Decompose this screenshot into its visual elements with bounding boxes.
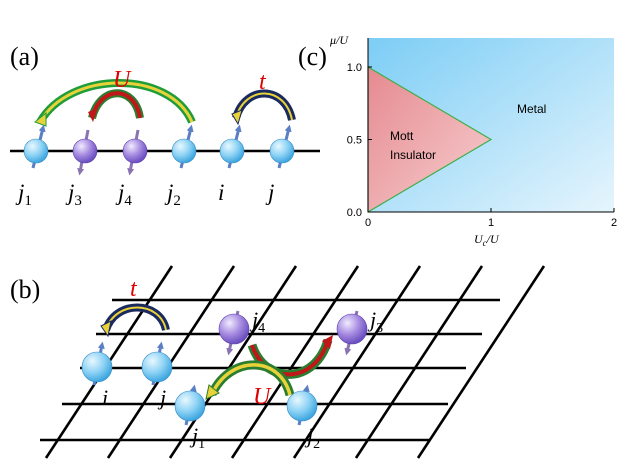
b-u-arc-arrowhead	[205, 384, 220, 400]
b-site-j2	[286, 384, 318, 426]
b-site-j1	[174, 384, 206, 426]
site-j1	[23, 124, 49, 169]
lattice-column	[416, 265, 546, 459]
label-j4: j4	[115, 180, 132, 209]
b-label-j2: j2	[304, 423, 320, 452]
panel-b-t-label: t	[130, 276, 138, 302]
lattice-column	[168, 265, 298, 459]
y-tick-label: 1.0	[347, 62, 362, 74]
square-lattice	[40, 265, 546, 459]
x-tick-label: 1	[488, 217, 494, 229]
t-arc-arrowhead	[231, 109, 243, 126]
panel-c-label: (c)	[298, 42, 327, 71]
metal-label: Metal	[517, 102, 546, 116]
b-u-arc-highlight	[210, 363, 292, 396]
y-axis-label: μ/U	[329, 33, 349, 47]
x-tick-label: 0	[365, 217, 371, 229]
b-label-j3: j3	[367, 307, 383, 336]
b-site-j3	[336, 310, 368, 356]
b-t-arc-arrowhead	[100, 320, 112, 338]
label-j: j	[265, 180, 274, 205]
t-arc-highlight	[235, 92, 293, 121]
site-j3	[72, 129, 98, 176]
panel-a: (a) U t	[10, 42, 320, 209]
u-arc-inner-highlight	[90, 91, 142, 119]
b-label-j1: j1	[189, 423, 205, 452]
x-tick-label: 2	[611, 217, 617, 229]
b-site-j4	[218, 310, 250, 356]
y-tick-label: 0.0	[347, 207, 362, 219]
u-arc-inner-arrowhead	[88, 108, 98, 122]
site-i	[219, 124, 245, 169]
lattice-column	[230, 265, 360, 459]
site-j4	[122, 129, 148, 176]
lattice-column	[354, 265, 484, 459]
panel-a-u-label: U	[113, 67, 132, 93]
x-axis-label: Uc/U	[474, 232, 500, 248]
panel-a-t-label: t	[259, 69, 267, 95]
panel-b-label: (b)	[10, 275, 40, 304]
site-j2	[171, 124, 197, 169]
b-site-i	[81, 341, 113, 386]
b-label-i: i	[102, 385, 108, 410]
label-i: i	[218, 180, 224, 205]
b-site-j	[141, 341, 173, 386]
panel-b: (b) t U	[10, 265, 546, 459]
y-tick-label: 0.5	[347, 135, 362, 147]
mott-label-line2: Insulator	[390, 148, 436, 162]
panel-b-u-label: U	[253, 384, 272, 410]
panel-a-label: (a)	[10, 42, 39, 71]
label-j3: j3	[65, 180, 82, 209]
lattice-column	[292, 265, 422, 459]
b-red-arc-arrowhead	[322, 335, 333, 349]
label-j2: j2	[164, 180, 181, 209]
label-j1: j1	[15, 180, 32, 209]
site-j	[269, 124, 295, 169]
b-label-j: j	[157, 385, 166, 410]
b-red-arc-highlight	[250, 339, 330, 377]
u-arc-outer-arrowhead	[34, 111, 47, 127]
b-label-j4: j4	[249, 307, 265, 336]
mott-label-line1: Mott	[390, 129, 414, 143]
u-arc-outer-highlight	[38, 81, 194, 123]
t-arc	[232, 89, 296, 122]
b-u-arc	[207, 360, 295, 397]
